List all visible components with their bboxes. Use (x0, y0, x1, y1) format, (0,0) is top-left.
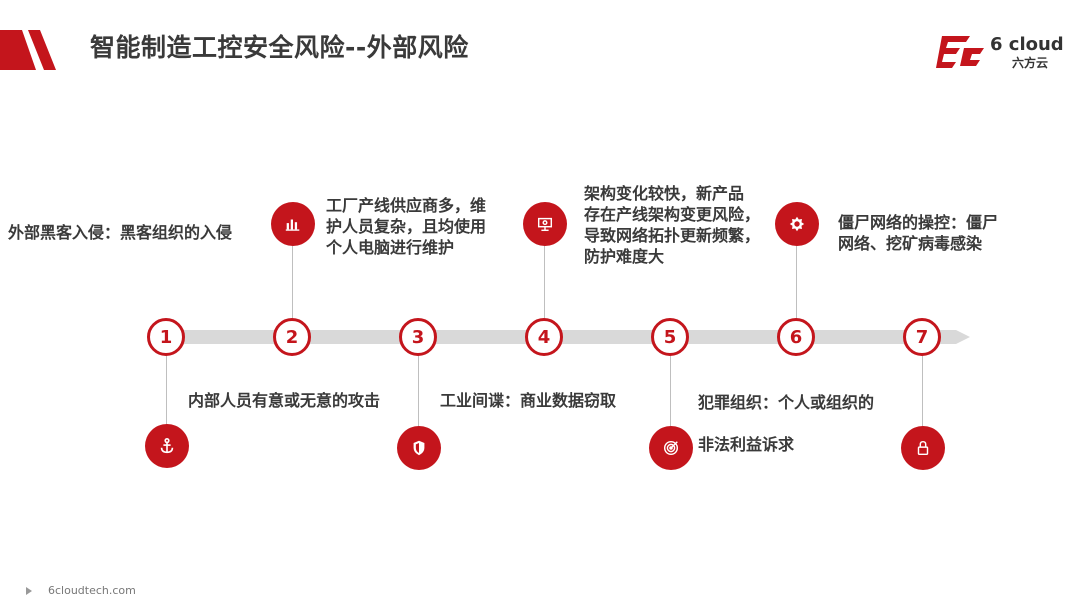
step-label-3-line-2: 护人员复杂，且均使用 (326, 217, 487, 236)
step-label-5-line-3: 导致网络拓扑更新频繁， (584, 226, 761, 245)
step-number-4: 4 (525, 318, 563, 356)
connector-5 (670, 352, 671, 432)
step-label-3-line-3: 个人电脑进行维护 (326, 238, 455, 257)
step-label-1: 外部黑客入侵：黑客组织的入侵 (8, 223, 233, 242)
connector-1 (166, 352, 167, 432)
shield-icon (397, 426, 441, 470)
step-label-3-line-1: 工厂产线供应商多，维 (326, 196, 487, 215)
footer-arrow-icon (26, 587, 32, 595)
step-label-6-line-2: 非法利益诉求 (698, 435, 795, 454)
step-label-5-line-2: 存在产线架构变更风险， (584, 205, 761, 224)
step-number-5: 5 (651, 318, 689, 356)
lock-icon (901, 426, 945, 470)
presentation-icon (523, 202, 567, 246)
step-label-5: 架构变化较快，新产品 存在产线架构变更风险， 导致网络拓扑更新频繁， 防护难度大 (584, 183, 760, 267)
step-label-4: 工业间谍：商业数据窃取 (440, 391, 617, 410)
logo-mark (936, 36, 984, 68)
step-label-3: 工厂产线供应商多，维 护人员复杂，且均使用 个人电脑进行维护 (326, 195, 486, 258)
step-number-6: 6 (777, 318, 815, 356)
step-label-5-line-1: 架构变化较快，新产品 (584, 184, 745, 203)
step-number-2: 2 (273, 318, 311, 356)
step-label-7: 僵尸网络的操控：僵尸 网络、挖矿病毒感染 (838, 212, 998, 254)
step-label-5-line-4: 防护难度大 (584, 247, 665, 266)
page-title: 智能制造工控安全风险--外部风险 (90, 33, 469, 62)
step-label-7-line-2: 网络、挖矿病毒感染 (838, 234, 983, 253)
step-number-1: 1 (147, 318, 185, 356)
step-label-6-line-1: 犯罪组织：个人或组织的 (698, 393, 875, 412)
step-number-7: 7 (903, 318, 941, 356)
step-number-3: 3 (399, 318, 437, 356)
target-icon (649, 426, 693, 470)
connector-2 (292, 244, 293, 322)
step-label-7-line-1: 僵尸网络的操控：僵尸 (838, 213, 999, 232)
connector-4 (544, 244, 545, 322)
settings-icon (775, 202, 819, 246)
bar-chart-icon (271, 202, 315, 246)
connector-7 (922, 352, 923, 432)
timeline-track (160, 330, 970, 344)
connector-3 (418, 352, 419, 432)
header-stripes (0, 30, 56, 70)
logo-subtext: 六方云 (1012, 56, 1049, 70)
step-label-2: 内部人员有意或无意的攻击 (188, 391, 381, 410)
anchor-icon (145, 424, 189, 468)
logo-text: 6 cloud (990, 34, 1064, 55)
footer-url[interactable]: 6cloudtech.com (48, 584, 136, 597)
connector-6 (796, 244, 797, 322)
